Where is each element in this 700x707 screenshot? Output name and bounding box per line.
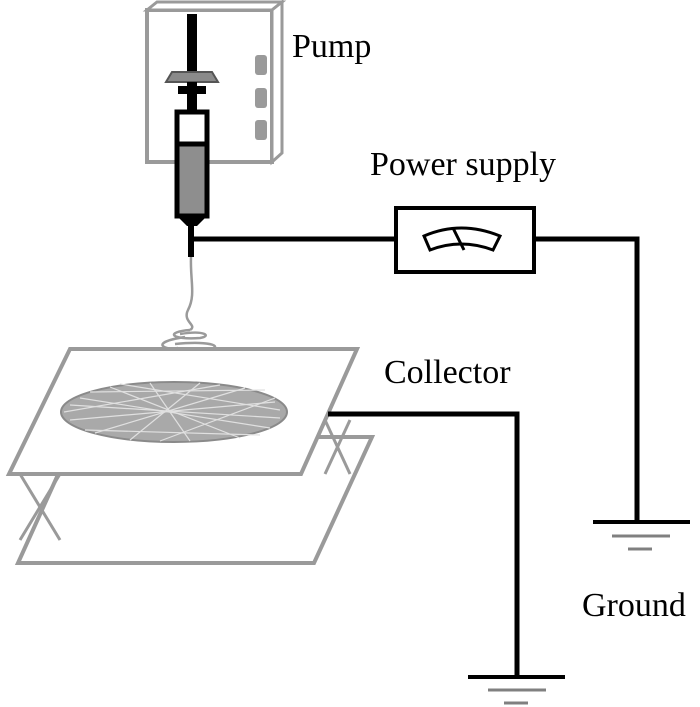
- ground-symbol-icon: [468, 675, 565, 705]
- pump-label: Pump: [292, 28, 372, 65]
- syringe-barrel-empty: [174, 109, 210, 147]
- plate-collector-icon: [5, 347, 376, 565]
- plunger-rod: [187, 14, 197, 74]
- syringe-flange: [178, 86, 206, 94]
- fiber-mesh: [63, 382, 281, 442]
- syringe-tip: [177, 216, 207, 226]
- collector-label: Collector: [384, 354, 511, 391]
- syringe-barrel-filled: [174, 141, 210, 219]
- pump-button: [255, 88, 267, 108]
- syringe-icon: [174, 86, 210, 257]
- pump-icon: [142, 0, 287, 166]
- pusher-block: [164, 71, 220, 83]
- meter-needle: [451, 227, 466, 251]
- pump-button: [255, 120, 267, 140]
- voltmeter-icon: [394, 206, 536, 274]
- power-supply-label: Power supply: [370, 146, 557, 183]
- pump-button: [255, 55, 267, 75]
- ground-wire: [534, 236, 640, 522]
- ground-label: Ground: [582, 587, 686, 624]
- plunger-stem: [187, 82, 197, 112]
- syringe-needle: [188, 224, 194, 257]
- meter-dial: [422, 226, 503, 252]
- collector-wire: [328, 411, 520, 677]
- ground-symbol-icon: [593, 520, 690, 551]
